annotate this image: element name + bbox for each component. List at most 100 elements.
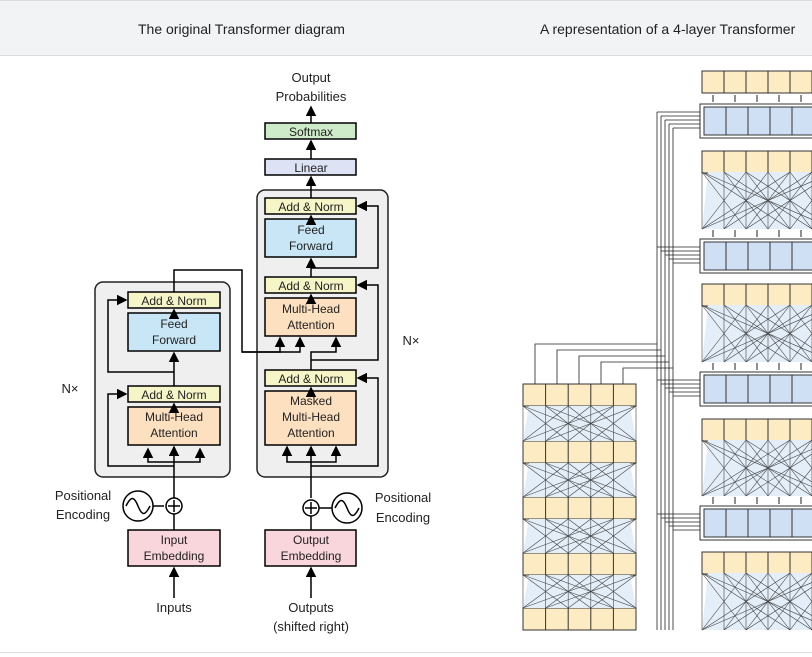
- encoder-token-row: [522, 440, 637, 464]
- decoder-attention-fan-line: [701, 171, 812, 220]
- original-diagram-labels: Output Probabilities Softmax Linear Add …: [55, 70, 431, 634]
- encoder-token-row: [522, 607, 637, 631]
- decoder-attention-fan-line: [701, 572, 812, 621]
- masked-label: Masked: [290, 394, 332, 408]
- encoder-attention-label: Attention: [150, 426, 197, 440]
- encoder-token-row: [522, 552, 637, 576]
- decoder-attention-fan-fill: [702, 573, 812, 630]
- encoder-attention-fan-line: [522, 574, 569, 609]
- decoder-attention-fan-line: [745, 439, 812, 483]
- decoder-masked-attention: [264, 390, 357, 446]
- decoder-attention-fan-line: [789, 439, 812, 469]
- right-column-title: A representation of a 4-layer Transforme…: [540, 21, 796, 37]
- shifted-right-label: (shifted right): [273, 619, 349, 634]
- encoder-multihead-label: Multi-Head: [145, 410, 203, 424]
- decoder-attention-fan-fill: [702, 172, 812, 229]
- left-column-title: The original Transformer diagram: [138, 21, 345, 37]
- decoder-attention-fan-line: [701, 572, 791, 631]
- encoder-feed-label: Feed: [160, 317, 187, 331]
- encoder-attention-fan-line: [522, 574, 614, 609]
- decoder-block-row: [703, 106, 812, 136]
- encoder-feed-forward: [127, 312, 221, 352]
- encoder-token-row: [522, 383, 637, 407]
- masked-multihead-label: Multi-Head: [282, 410, 340, 424]
- softmax-label: Softmax: [289, 125, 333, 139]
- decoder-block-row: [703, 508, 812, 538]
- decoder-token-row: [701, 418, 812, 442]
- decoder-attention-fan-line: [789, 572, 812, 602]
- encoder-attention-fan-line: [545, 462, 637, 498]
- decoder-addnorm-middle-label: Add & Norm: [278, 279, 343, 293]
- decoder-attention-fan-line: [701, 439, 747, 497]
- outputs-label: Outputs: [288, 600, 334, 615]
- masked-attention-label: Attention: [287, 426, 334, 440]
- decoder-feed-label: Feed: [297, 223, 324, 237]
- input-embedding-label-1: Input: [161, 533, 188, 547]
- decoder-attention-fan-line: [701, 439, 791, 497]
- encoder-attention-fan-line: [545, 405, 637, 442]
- decoder-addnorm-bottom-label: Add & Norm: [278, 372, 343, 386]
- decoder-attention-fan-line: [701, 572, 747, 631]
- encoder-stack: [94, 281, 231, 478]
- encoder-forward-label: Forward: [152, 333, 196, 347]
- four-layer-transformer-diagram: [522, 70, 812, 631]
- header-bar: The original Transformer diagram A repre…: [0, 0, 812, 56]
- encoder-attention-fan-fill: [523, 406, 636, 441]
- decoder-attention-fan-line: [701, 171, 747, 230]
- encoder-attention-fan-line: [522, 405, 614, 442]
- encoder-attention-fan-fill: [523, 575, 636, 608]
- output-embedding-label-2: Embedding: [281, 549, 342, 563]
- encoder-attention-fan-line: [522, 518, 569, 554]
- original-transformer-diagram: [94, 105, 389, 598]
- decoder-attention-fan-line: [701, 304, 791, 363]
- encoder-attention-fan-line: [590, 462, 637, 498]
- encoder-attention-fan-line: [590, 574, 637, 609]
- decoder-encoding-label: Encoding: [376, 510, 430, 525]
- decoder-token-row: [701, 150, 812, 174]
- encoder-nx-label: N×: [62, 381, 79, 396]
- output-probabilities-label-1: Output: [291, 70, 330, 85]
- encoder-to-bus-link: [578, 355, 665, 384]
- encoder-addnorm-bottom-label: Add & Norm: [141, 388, 206, 402]
- decoder-attention-fan-line: [789, 171, 812, 201]
- decoder-output-token-row: [701, 70, 812, 94]
- encoder-attention-fan-fill: [523, 463, 636, 497]
- encoder-to-bus-link: [534, 343, 657, 384]
- encoder-attention-fan-line: [545, 518, 637, 554]
- decoder-attention-fan-line: [789, 304, 812, 334]
- decoder-forward-label: Forward: [289, 239, 333, 253]
- inputs-label: Inputs: [156, 600, 192, 615]
- decoder-attention-fan-line: [745, 304, 812, 349]
- decoder-block-row: [703, 374, 812, 404]
- decoder-nx-label: N×: [403, 333, 420, 348]
- decoder-token-row: [701, 283, 812, 307]
- decoder-attention-label: Attention: [287, 318, 334, 332]
- encoder-encoding-label: Encoding: [56, 507, 110, 522]
- decoder-attention-fan-line: [701, 304, 812, 353]
- encoder-to-bus-link: [600, 361, 669, 384]
- output-probabilities-label-2: Probabilities: [276, 89, 347, 104]
- decoder-attention-fan-line: [745, 171, 812, 216]
- encoder-attention-fan-line: [522, 518, 614, 554]
- decoder-attention-fan-fill: [702, 305, 812, 362]
- decoder-positional-label: Positional: [375, 490, 431, 505]
- encoder-attention-fan-line: [522, 405, 569, 442]
- encoder-attention-fan-line: [590, 405, 637, 442]
- encoder-token-row: [522, 496, 637, 520]
- decoder-block-row: [703, 241, 812, 271]
- encoder-addnorm-top-label: Add & Norm: [141, 294, 206, 308]
- bottom-divider: [0, 652, 812, 653]
- decoder-attention-fan-line: [745, 572, 812, 617]
- encoder-positional-label: Positional: [55, 488, 111, 503]
- encoder-attention-fan-line: [522, 462, 614, 498]
- decoder-attention-fan-line: [701, 304, 747, 363]
- encoder-attention-fan-line: [545, 574, 637, 609]
- input-embedding-label-2: Embedding: [144, 549, 205, 563]
- decoder-feed-forward: [264, 218, 357, 258]
- linear-label: Linear: [294, 161, 327, 175]
- encoder-attention-fan-line: [590, 518, 637, 554]
- decoder-addnorm-top-label: Add & Norm: [278, 200, 343, 214]
- decoder-token-row: [701, 551, 812, 575]
- decoder-attention-fan-fill: [702, 440, 812, 496]
